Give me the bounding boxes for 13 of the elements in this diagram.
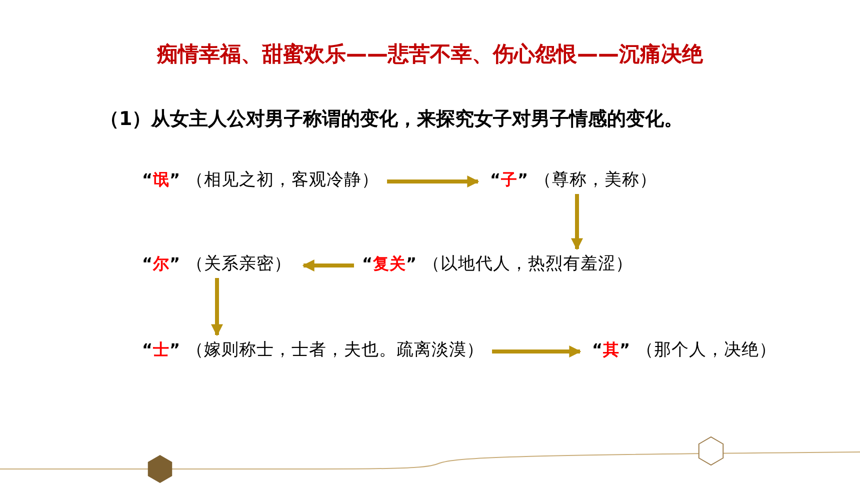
term-text: “复关” （以地代人，热烈有羞涩） xyxy=(362,252,634,275)
term-text: “士” （嫁则称士，士者，夫也。疏离淡漠） xyxy=(142,338,484,361)
arrow xyxy=(571,194,583,250)
term-text: “尔” （关系亲密） xyxy=(142,252,292,275)
arrow xyxy=(492,346,582,358)
term-text: “氓” （相见之初，客观冷静） xyxy=(142,168,380,191)
arrow xyxy=(211,278,223,336)
term-text: “其” （那个人，决绝） xyxy=(592,338,777,361)
subtitle-text: （1）从女主人公对男子称谓的变化，来探究女子对男子情感的变化。 xyxy=(100,107,684,132)
term-text: “子” （尊称，美称） xyxy=(490,168,658,191)
arrow xyxy=(387,176,480,188)
title: 痴情幸福、甜蜜欢乐——悲苦不幸、伤心怨恨——沉痛决绝 xyxy=(156,41,704,68)
arrow xyxy=(302,260,354,272)
